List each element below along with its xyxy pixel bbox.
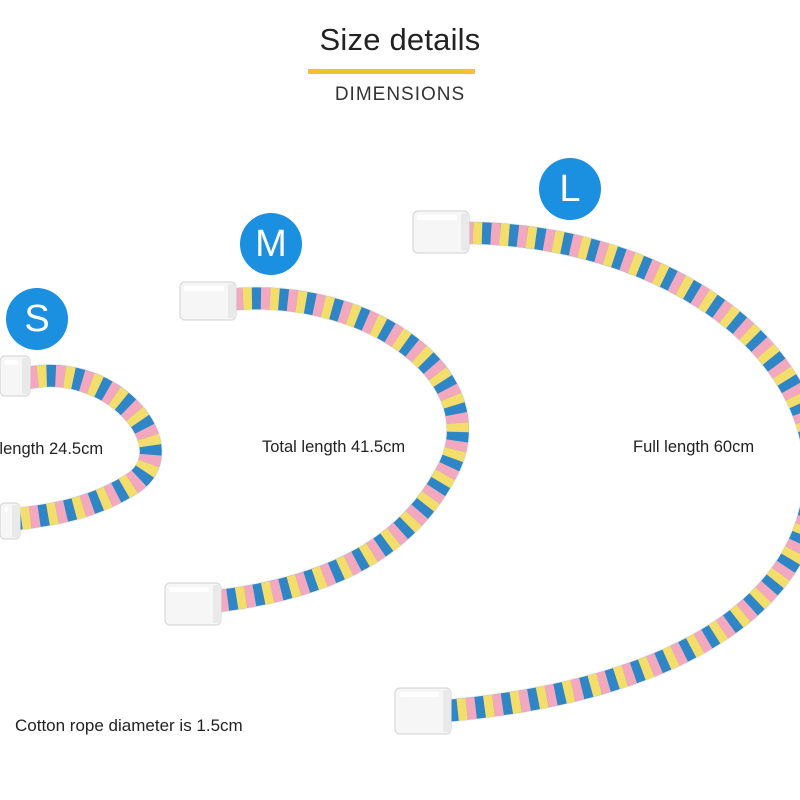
- rope-m-twist-2: [198, 287, 469, 614]
- size-l-length-label: Full length 60cm: [633, 438, 755, 456]
- page-title: Size details: [319, 22, 481, 57]
- end-cap-icon-m-top: [179, 281, 237, 321]
- rope-s-twist-1: [8, 364, 162, 531]
- rope-diameter-note: Cotton rope diameter is 1.5cm: [15, 716, 243, 735]
- size-s-badge-icon: S: [6, 288, 68, 350]
- page-subtitle: DIMENSIONS: [334, 84, 466, 105]
- end-caps: [0, 210, 470, 735]
- title-underline: [308, 69, 475, 74]
- end-cap-icon-s-top: [0, 355, 31, 397]
- end-cap-icon-l-bottom: [394, 687, 452, 735]
- rope-l-twist-1: [434, 221, 800, 723]
- size-m-length-label: Total length 41.5cm: [262, 438, 406, 456]
- size-m-badge-icon: M: [240, 213, 302, 275]
- rope-l-body: [434, 221, 800, 723]
- rope-l-twist-2: [434, 221, 800, 723]
- rope-m-twist-1: [198, 287, 469, 614]
- end-cap-icon-m-bottom: [164, 582, 222, 626]
- size-s-length-label: Total length 24.5cm: [0, 440, 104, 458]
- size-l-badge-icon: L: [539, 158, 601, 220]
- end-cap-icon-s-bottom: [0, 502, 21, 540]
- rope-perches: [8, 220, 800, 724]
- end-cap-icon-l-top: [412, 210, 470, 254]
- rope-l-edge: [434, 220, 800, 724]
- rope-s-twist-2: [8, 364, 162, 531]
